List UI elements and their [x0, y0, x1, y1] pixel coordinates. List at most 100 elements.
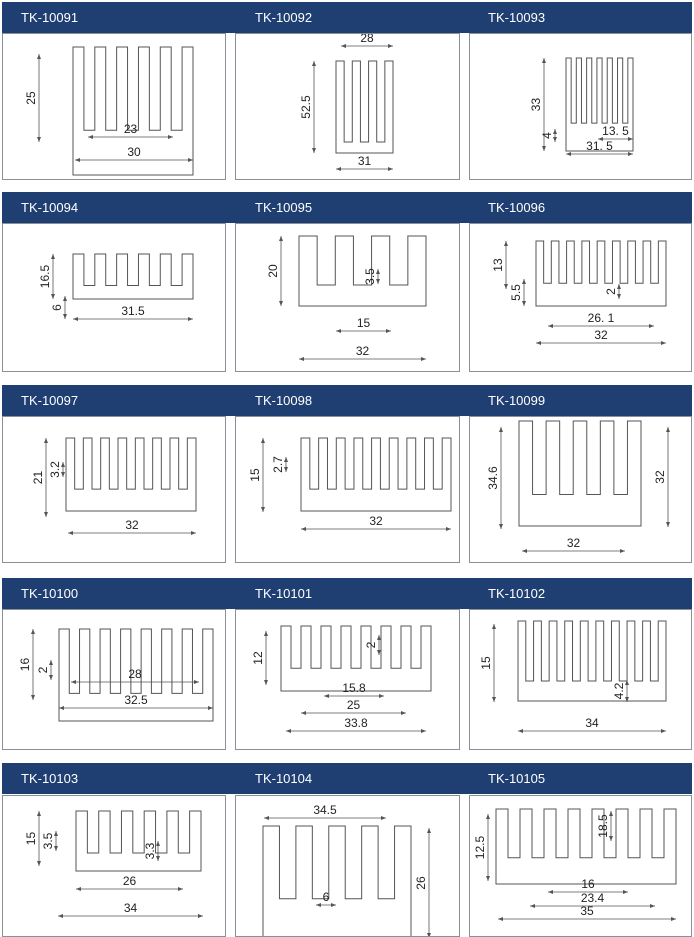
dimension-label: 5.5	[509, 284, 523, 301]
dimension: 18.5	[596, 811, 613, 841]
dimension: 26	[414, 828, 431, 936]
dimension-label: 12.5	[473, 835, 487, 859]
dimension-label: 26	[123, 874, 137, 888]
dimension-label: 15	[248, 468, 262, 482]
dimension: 31. 5	[566, 139, 633, 156]
dimension: 21	[31, 438, 48, 517]
dimension-label: 21	[31, 471, 45, 485]
dimension-label: 28	[360, 34, 374, 45]
dimension: 3.5	[363, 268, 380, 285]
dimension-label: 32	[356, 344, 370, 358]
product-code: TK-10095	[255, 200, 313, 215]
dimension-label: 15.8	[342, 681, 366, 695]
dimension: 2	[36, 660, 53, 680]
dimension-label: 16	[581, 877, 595, 891]
dimension: 15.8	[324, 681, 384, 698]
dimension-label: 31	[358, 154, 372, 168]
profile-drawing-cell: 16.5 6 31.5	[2, 223, 226, 372]
dimension: 4.2	[612, 680, 629, 702]
dimension-label: 32	[567, 536, 581, 550]
dimension: 28	[71, 667, 199, 684]
product-code: TK-10094	[21, 200, 79, 215]
dimension-label: 15	[479, 656, 493, 670]
dimension: 34	[518, 716, 666, 733]
dimension: 32	[301, 514, 451, 531]
dimension: 15	[24, 811, 41, 866]
heatsink-outline	[58, 628, 214, 722]
dimension: 34.6	[486, 427, 503, 529]
heatsink-outline	[65, 437, 197, 512]
dimension: 26	[76, 874, 183, 891]
dimension: 13. 5	[598, 124, 633, 141]
dimension-label: 28	[128, 667, 142, 681]
dimension-label: 35	[580, 904, 594, 918]
dimension-label: 6	[50, 304, 64, 311]
heatsink-profile-drawing: 16.5 6 31.5	[38, 253, 194, 321]
product-code: TK-10093	[488, 10, 546, 25]
dimension: 16.5	[38, 254, 55, 299]
heatsink-profile-drawing: 15 4.2 34	[479, 620, 667, 733]
product-code: TK-10099	[488, 393, 546, 408]
dimension: 12.5	[473, 814, 490, 881]
dimension: 13	[491, 241, 508, 289]
dimension: 32	[299, 344, 426, 361]
dimension: 33	[529, 58, 546, 151]
dimension-label: 30	[127, 145, 141, 159]
dimension-label: 26	[414, 876, 428, 890]
dimension: 3.5	[41, 831, 58, 851]
dimension-label: 3.5	[41, 832, 55, 849]
dimension-label: 16	[18, 658, 32, 672]
dimension-label: 4	[540, 132, 554, 139]
dimension: 23	[88, 122, 173, 139]
heatsink-profile-drawing: 28 52.5 31	[299, 34, 394, 171]
dimension: 2.7	[271, 456, 288, 473]
profile-drawing-cell: 15 2.7 32	[235, 416, 460, 563]
dimension-label: 2	[36, 666, 50, 673]
dimension: 4	[540, 129, 557, 142]
heatsink-outline	[300, 437, 452, 512]
product-code: TK-10100	[21, 586, 79, 601]
dimension-label: 33.8	[344, 716, 368, 730]
dimension-label: 31.5	[121, 304, 145, 318]
dimension-label: 34	[585, 716, 599, 730]
product-code: TK-10098	[255, 393, 313, 408]
product-code: TK-10102	[488, 586, 546, 601]
heatsink-outline	[517, 620, 667, 702]
dimension: 15	[248, 438, 265, 512]
heatsink-outline	[262, 825, 412, 936]
dimension: 5.5	[509, 279, 526, 306]
dimension-label: 34.6	[486, 466, 500, 490]
dimension: 12	[251, 631, 268, 685]
heatsink-outline	[280, 625, 432, 692]
dimension: 32	[536, 328, 666, 345]
product-code: TK-10105	[488, 771, 546, 786]
dimension: 28	[341, 34, 393, 48]
dimension: 52.5	[299, 61, 316, 153]
dimension: 32	[68, 518, 196, 535]
dimension-label: 15	[357, 316, 371, 330]
heatsink-outline	[565, 57, 634, 152]
dimension: 16	[548, 877, 628, 894]
dimension: 34	[58, 901, 203, 918]
dimension-label: 2.7	[271, 456, 285, 473]
dimension-label: 12	[251, 651, 265, 665]
dimension-label: 6	[323, 890, 330, 904]
dimension-label: 33	[529, 98, 543, 112]
dimension-label: 13	[491, 258, 505, 272]
heatsink-outline	[518, 420, 642, 527]
dimension: 33.8	[286, 716, 426, 733]
dimension-label: 32	[594, 328, 608, 342]
dimension-label: 23.4	[581, 891, 605, 905]
dimension: 25	[301, 698, 406, 715]
